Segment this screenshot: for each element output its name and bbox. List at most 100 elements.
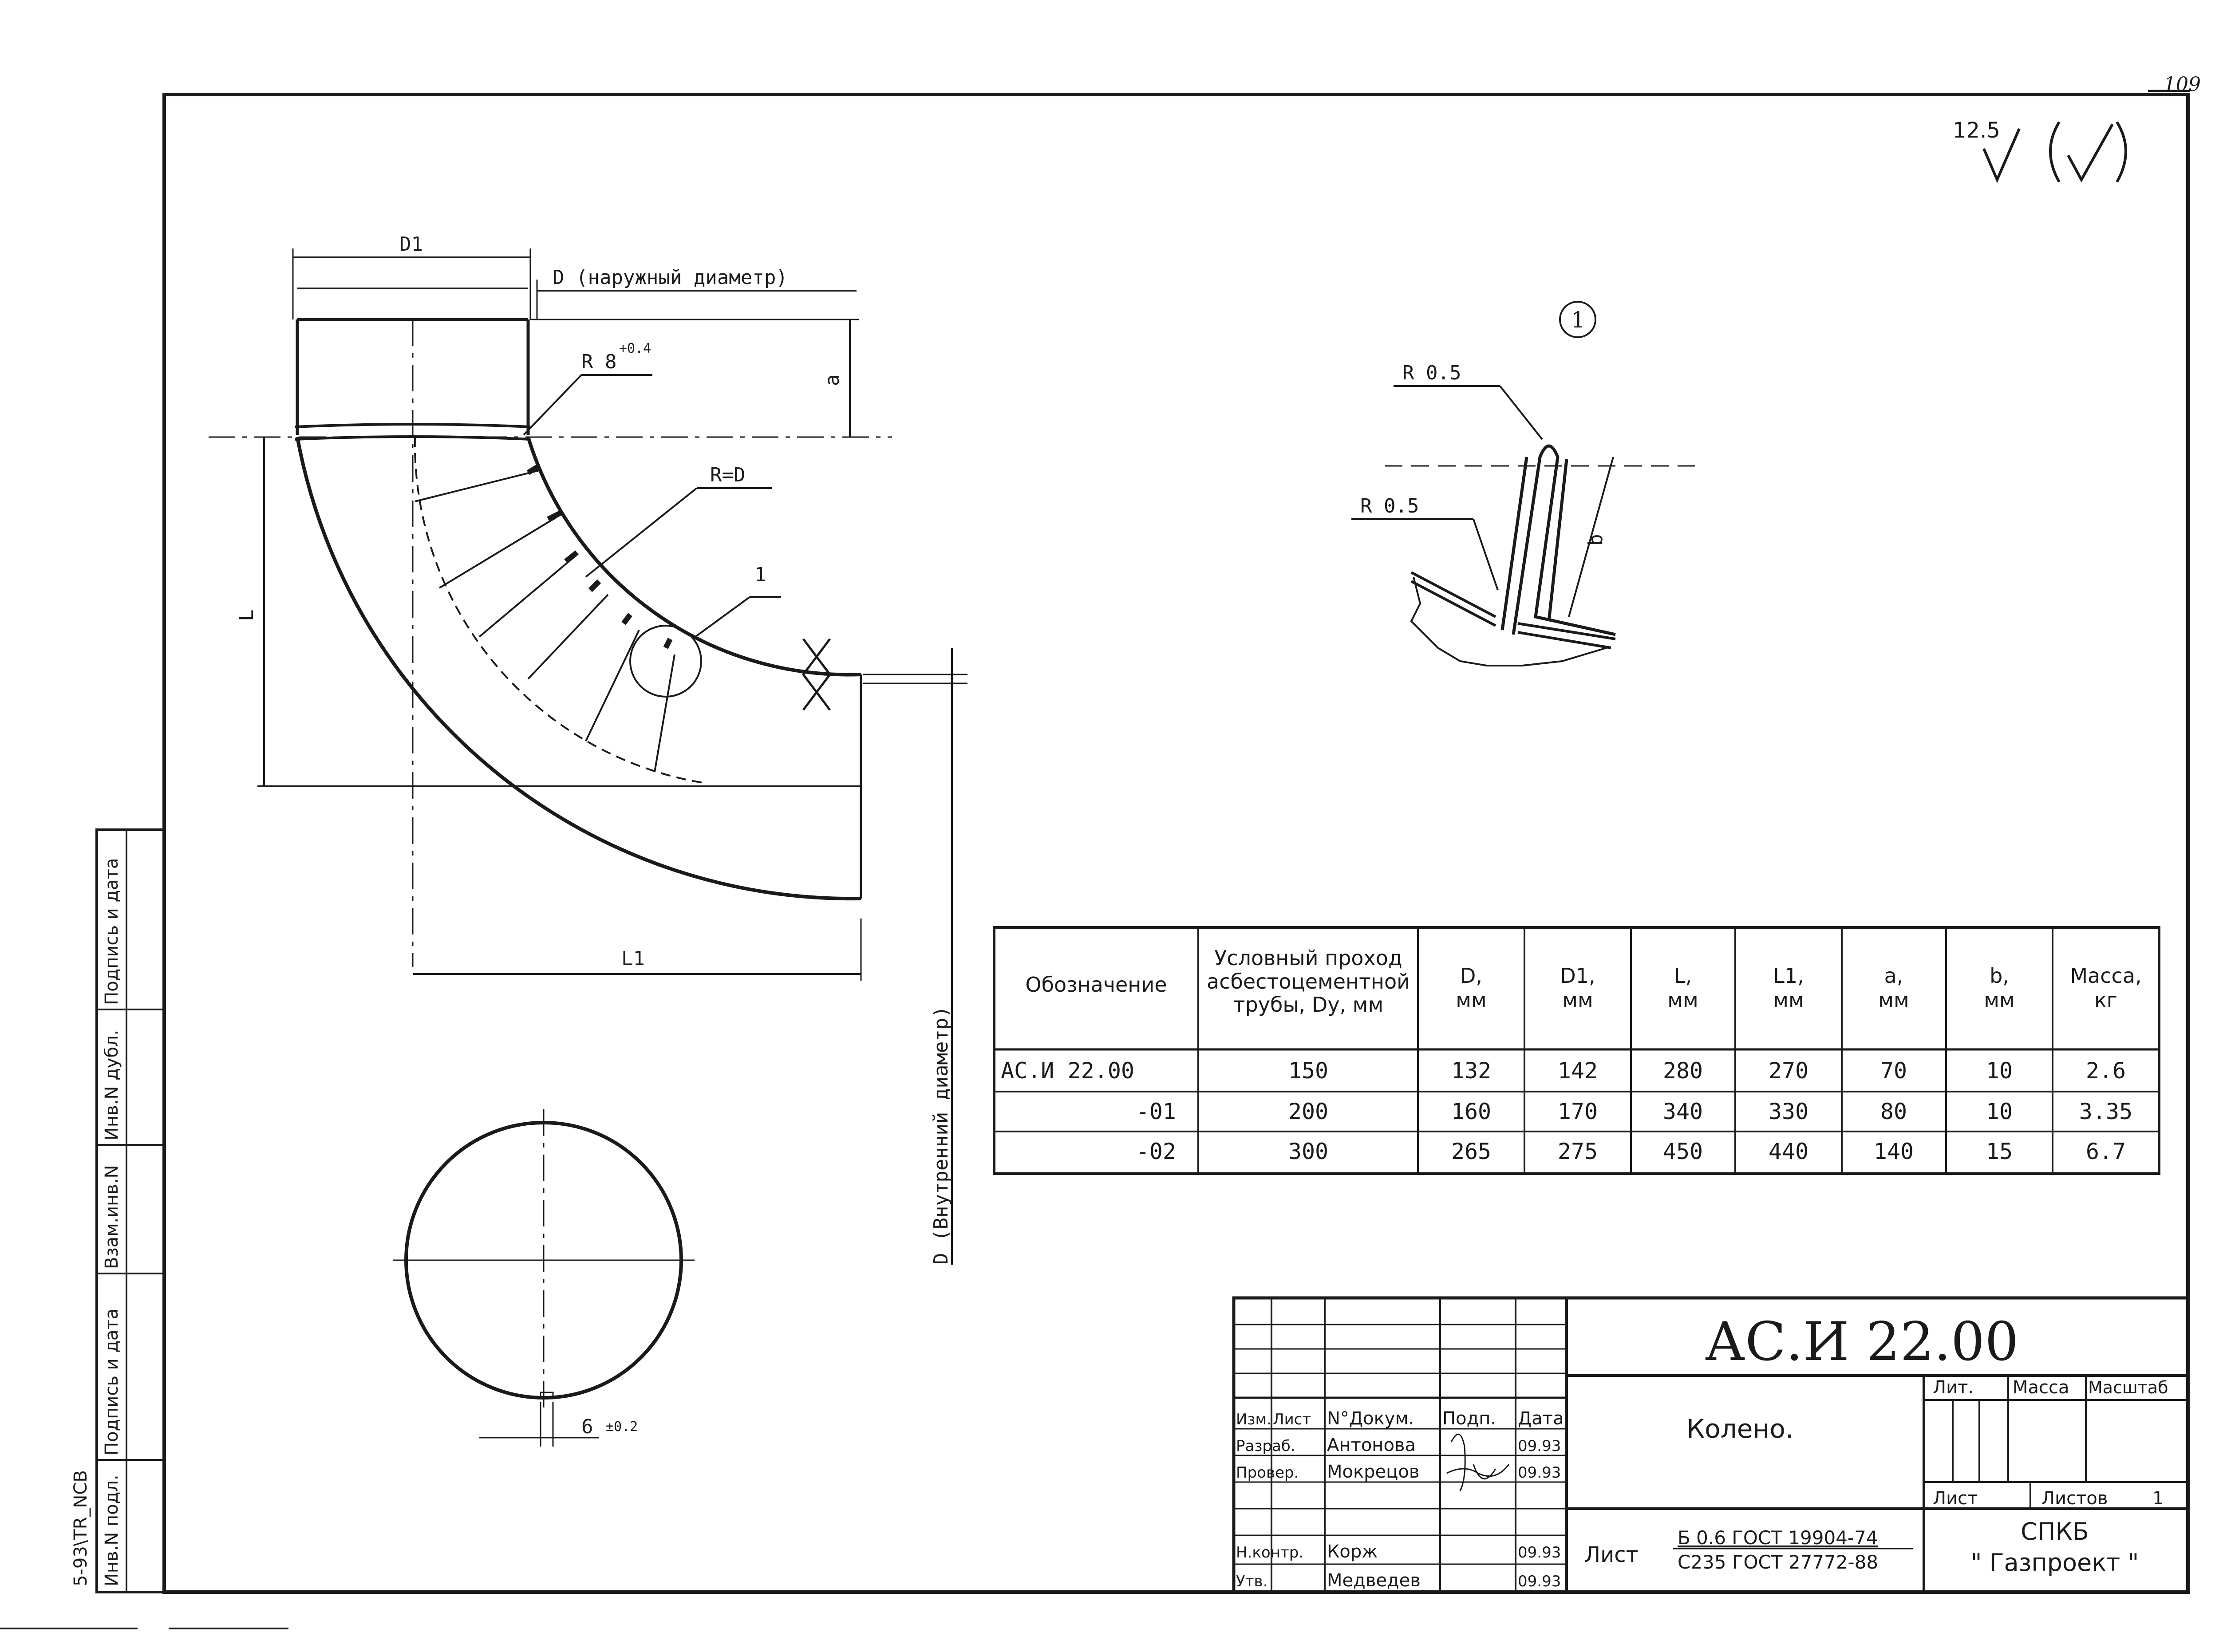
svg-text:15: 15	[1986, 1139, 2013, 1164]
svg-text:Листов: Листов	[2041, 1488, 2108, 1509]
svg-text:6: 6	[581, 1415, 593, 1438]
table-row: -02 300 265 275 450 440 140 15 6.7	[1136, 1139, 2126, 1164]
svg-text:270: 270	[1769, 1058, 1808, 1084]
svg-text:132: 132	[1451, 1058, 1491, 1084]
svg-text:+0.4: +0.4	[619, 341, 651, 356]
svg-text:Изм.: Изм.	[1236, 1411, 1271, 1428]
svg-text:1: 1	[2152, 1488, 2164, 1509]
svg-text:340: 340	[1663, 1099, 1703, 1124]
svg-text:мм: мм	[1456, 988, 1486, 1012]
svg-text:160: 160	[1451, 1099, 1491, 1124]
svg-text:12.5: 12.5	[1953, 118, 2000, 143]
svg-text:Утв.: Утв.	[1236, 1573, 1267, 1590]
svg-text:1: 1	[754, 564, 766, 586]
svg-text:450: 450	[1663, 1139, 1703, 1164]
svg-text:5-93\TR_NCB: 5-93\TR_NCB	[71, 1470, 91, 1586]
svg-text:440: 440	[1769, 1139, 1808, 1164]
svg-text:Мокрецов: Мокрецов	[1327, 1462, 1419, 1482]
svg-text:N°Докум.: N°Докум.	[1327, 1408, 1414, 1429]
svg-text:-01: -01	[1136, 1099, 1176, 1124]
svg-text:R=D: R=D	[710, 464, 745, 486]
svg-text:асбестоцементной: асбестоцементной	[1207, 970, 1410, 994]
table-row: -01 200 160 170 340 330 80 10 3.35	[1136, 1099, 2133, 1124]
svg-text:D1: D1	[399, 233, 423, 256]
parameters-table: Обозначение Условный проход асбестоцемен…	[993, 926, 2160, 1175]
signature	[1446, 1433, 1510, 1491]
svg-text:Лист: Лист	[1584, 1542, 1639, 1567]
svg-text:Подп.: Подп.	[1442, 1408, 1496, 1429]
svg-text:L: L	[235, 610, 258, 622]
svg-text:мм: мм	[1984, 988, 2014, 1012]
svg-text:Обозначение: Обозначение	[1025, 973, 1167, 997]
svg-text:200: 200	[1288, 1099, 1328, 1124]
svg-text:09.93: 09.93	[1518, 1544, 1561, 1561]
svg-text:АС.И 22.00: АС.И 22.00	[1705, 1311, 2018, 1373]
svg-text:142: 142	[1558, 1058, 1598, 1084]
svg-text:09.93: 09.93	[1518, 1437, 1561, 1455]
svg-text:Масштаб: Масштаб	[2088, 1378, 2168, 1397]
elbow-dimensions: D1 D (наружный диаметр) R 8 +0.4 a R=D 1…	[235, 233, 967, 1265]
side-stamp: Подпись и дата Инв.N дубл. Взам.инв.N По…	[71, 828, 166, 1593]
svg-text:R 0.5: R 0.5	[1402, 362, 1461, 384]
svg-text:D (Внутренний диаметр): D (Внутренний диаметр)	[930, 1006, 952, 1265]
svg-text:Провер.: Провер.	[1236, 1464, 1299, 1482]
svg-text:10: 10	[1986, 1099, 2013, 1124]
svg-text:170: 170	[1558, 1099, 1598, 1124]
svg-text:b,: b,	[1990, 964, 2009, 988]
svg-text:мм: мм	[1667, 988, 1698, 1012]
svg-text:трубы, Dy, мм: трубы, Dy, мм	[1233, 993, 1383, 1017]
svg-text:кг: кг	[2094, 988, 2117, 1012]
svg-text:мм: мм	[1562, 988, 1593, 1012]
svg-text:Инв.N подл.: Инв.N подл.	[102, 1475, 122, 1586]
svg-text:Масса,: Масса,	[2070, 964, 2141, 988]
detail-1: 1 R 0.5 R 0.5 b	[1351, 301, 1695, 666]
svg-text:150: 150	[1288, 1058, 1328, 1084]
svg-text:Условный проход: Условный проход	[1214, 946, 1402, 970]
svg-text:Взам.инв.N: Взам.инв.N	[102, 1165, 122, 1269]
title-block: АС.И 22.00 Колено. Изм. Лист N°Докум. По…	[1232, 1296, 2190, 1594]
svg-text:Лит.: Лит.	[1933, 1377, 1974, 1398]
svg-text:Колено.: Колено.	[1686, 1414, 1793, 1444]
svg-text:Дата: Дата	[1518, 1408, 1564, 1429]
svg-text:140: 140	[1874, 1139, 1914, 1164]
svg-text:Антонова: Антонова	[1327, 1435, 1416, 1455]
svg-text:мм: мм	[1878, 988, 1909, 1012]
svg-text:Инв.N дубл.: Инв.N дубл.	[102, 1030, 122, 1140]
svg-text:L,: L,	[1674, 964, 1692, 988]
svg-text:" Газпроект ": " Газпроект "	[1971, 1549, 2139, 1577]
svg-text:D,: D,	[1460, 964, 1482, 988]
svg-text:Корж: Корж	[1327, 1542, 1378, 1562]
roughness-symbol: 12.5	[1953, 118, 2127, 183]
svg-text:275: 275	[1558, 1139, 1598, 1164]
svg-text:Н.контр.: Н.контр.	[1236, 1544, 1303, 1561]
svg-text:Лист: Лист	[1273, 1411, 1311, 1428]
svg-text:10: 10	[1986, 1058, 2013, 1084]
svg-text:Подпись и дата: Подпись и дата	[102, 1309, 122, 1455]
svg-text:D (наружный диаметр): D (наружный диаметр)	[553, 266, 788, 289]
svg-text:АС.И 22.00: АС.И 22.00	[1001, 1058, 1134, 1084]
elbow-view	[209, 288, 892, 967]
svg-text:280: 280	[1663, 1058, 1703, 1084]
svg-text:L1: L1	[621, 947, 645, 970]
svg-text:С235 ГОСТ 27772-88: С235 ГОСТ 27772-88	[1678, 1551, 1878, 1573]
section-view: 6 ±0.2	[393, 1109, 695, 1447]
svg-text:Б 0.6 ГОСТ 19904-74: Б 0.6 ГОСТ 19904-74	[1678, 1527, 1878, 1549]
svg-text:09.93: 09.93	[1518, 1573, 1561, 1590]
svg-text:Подпись и дата: Подпись и дата	[102, 858, 122, 1005]
svg-text:80: 80	[1880, 1099, 1907, 1124]
svg-text:±0.2: ±0.2	[606, 1419, 638, 1435]
svg-text:a: a	[821, 375, 844, 386]
svg-text:300: 300	[1288, 1139, 1328, 1164]
svg-text:Масса: Масса	[2013, 1377, 2069, 1398]
svg-text:1: 1	[1571, 307, 1585, 333]
svg-text:L1,: L1,	[1773, 964, 1804, 988]
svg-text:265: 265	[1451, 1139, 1491, 1164]
svg-text:мм: мм	[1773, 988, 1804, 1012]
svg-text:R 8: R 8	[581, 351, 616, 373]
svg-text:2.6: 2.6	[2086, 1058, 2126, 1084]
table-row: АС.И 22.00 150 132 142 280 270 70 10 2.6	[1001, 1058, 2126, 1084]
svg-text:Медведев: Медведев	[1327, 1570, 1421, 1591]
svg-text:09.93: 09.93	[1518, 1464, 1561, 1482]
svg-text:-02: -02	[1136, 1139, 1176, 1164]
